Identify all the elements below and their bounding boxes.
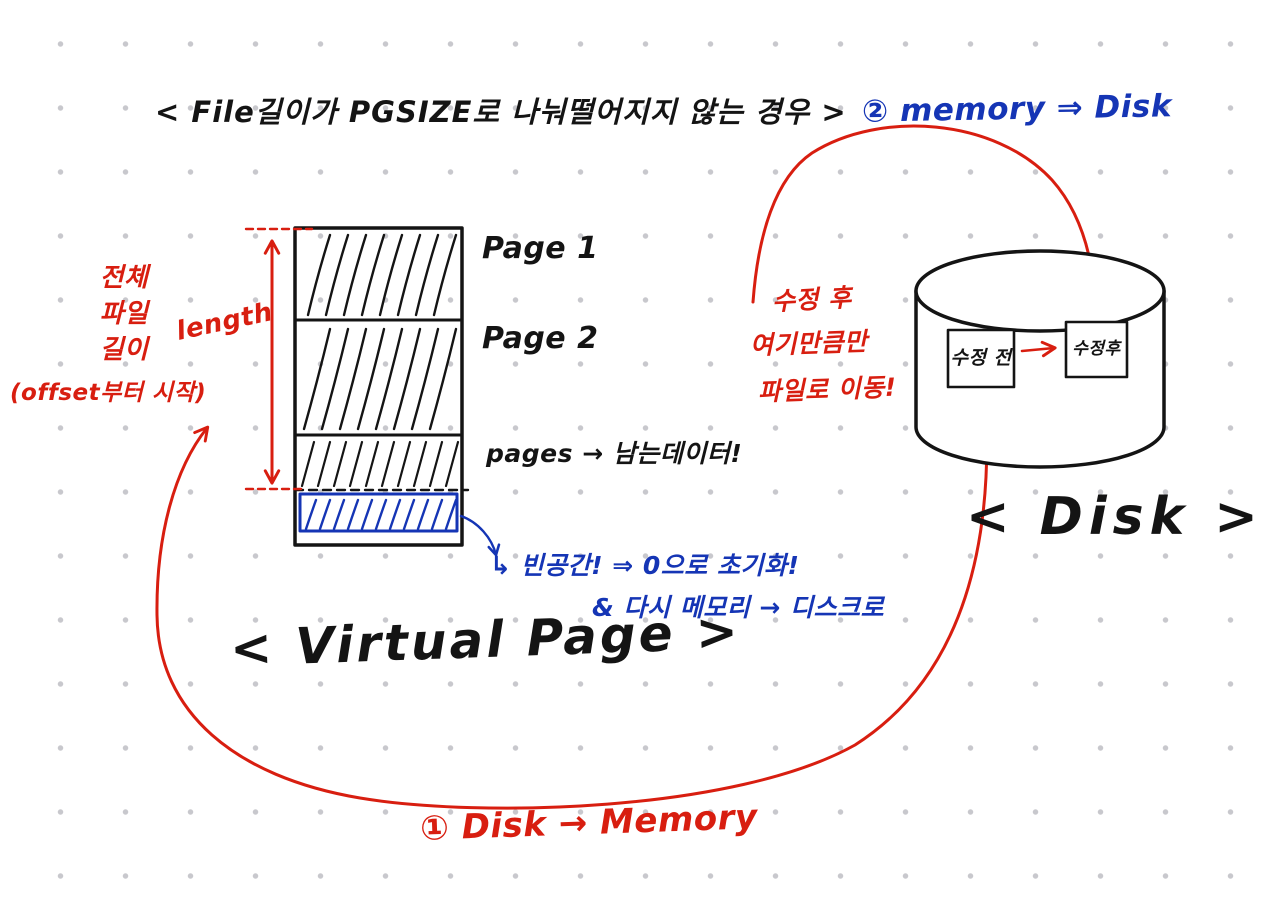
pages-remaining-data-label: pages → 남는데이터! <box>486 439 743 468</box>
empty-space-zero-init-note: ↳ 빈공간! ⇒ 0으로 초기화! <box>490 551 800 580</box>
page-title: < File길이가 PGSIZE로 나눠떨어지지 않는 경우 > <box>155 95 847 129</box>
hatch-page1 <box>306 233 458 317</box>
modified-note-line3: 파일로 이동! <box>757 372 898 407</box>
before-box-outline <box>946 328 1016 389</box>
total-file-length-label: 전체 파일 길이 <box>99 263 149 365</box>
after-box-label: 수정후 <box>1072 338 1121 359</box>
disk-cylinder-top <box>914 249 1166 333</box>
virtual-page-rect <box>293 226 464 547</box>
step2-memory-to-disk-note: ② memory ⇒ Disk <box>861 88 1173 130</box>
hatch-page2 <box>302 327 458 431</box>
modified-note-line1: 수정 후 <box>771 282 853 317</box>
before-to-after-arrow <box>1020 340 1057 358</box>
page1-label: Page 1 <box>482 231 599 266</box>
empty-space-box <box>298 492 459 533</box>
memory-to-disk-curve <box>751 124 1100 304</box>
disk-caption: < Disk > <box>966 487 1264 547</box>
page2-label: Page 2 <box>482 321 599 356</box>
memory-to-disk-again-note: & 다시 메모리 → 디스크로 <box>592 593 885 622</box>
after-box-outline <box>1064 320 1129 379</box>
modified-note-line2: 여기만큼만 <box>749 326 868 361</box>
hatch-empty-space <box>304 498 458 531</box>
before-box-label: 수정 전 <box>950 346 1012 369</box>
offset-start-note: (offset부터 시작) <box>10 380 207 406</box>
hatch-pages-remainder <box>300 440 460 488</box>
disk-to-memory-curve <box>155 390 989 810</box>
empty-space-connector <box>459 514 501 557</box>
